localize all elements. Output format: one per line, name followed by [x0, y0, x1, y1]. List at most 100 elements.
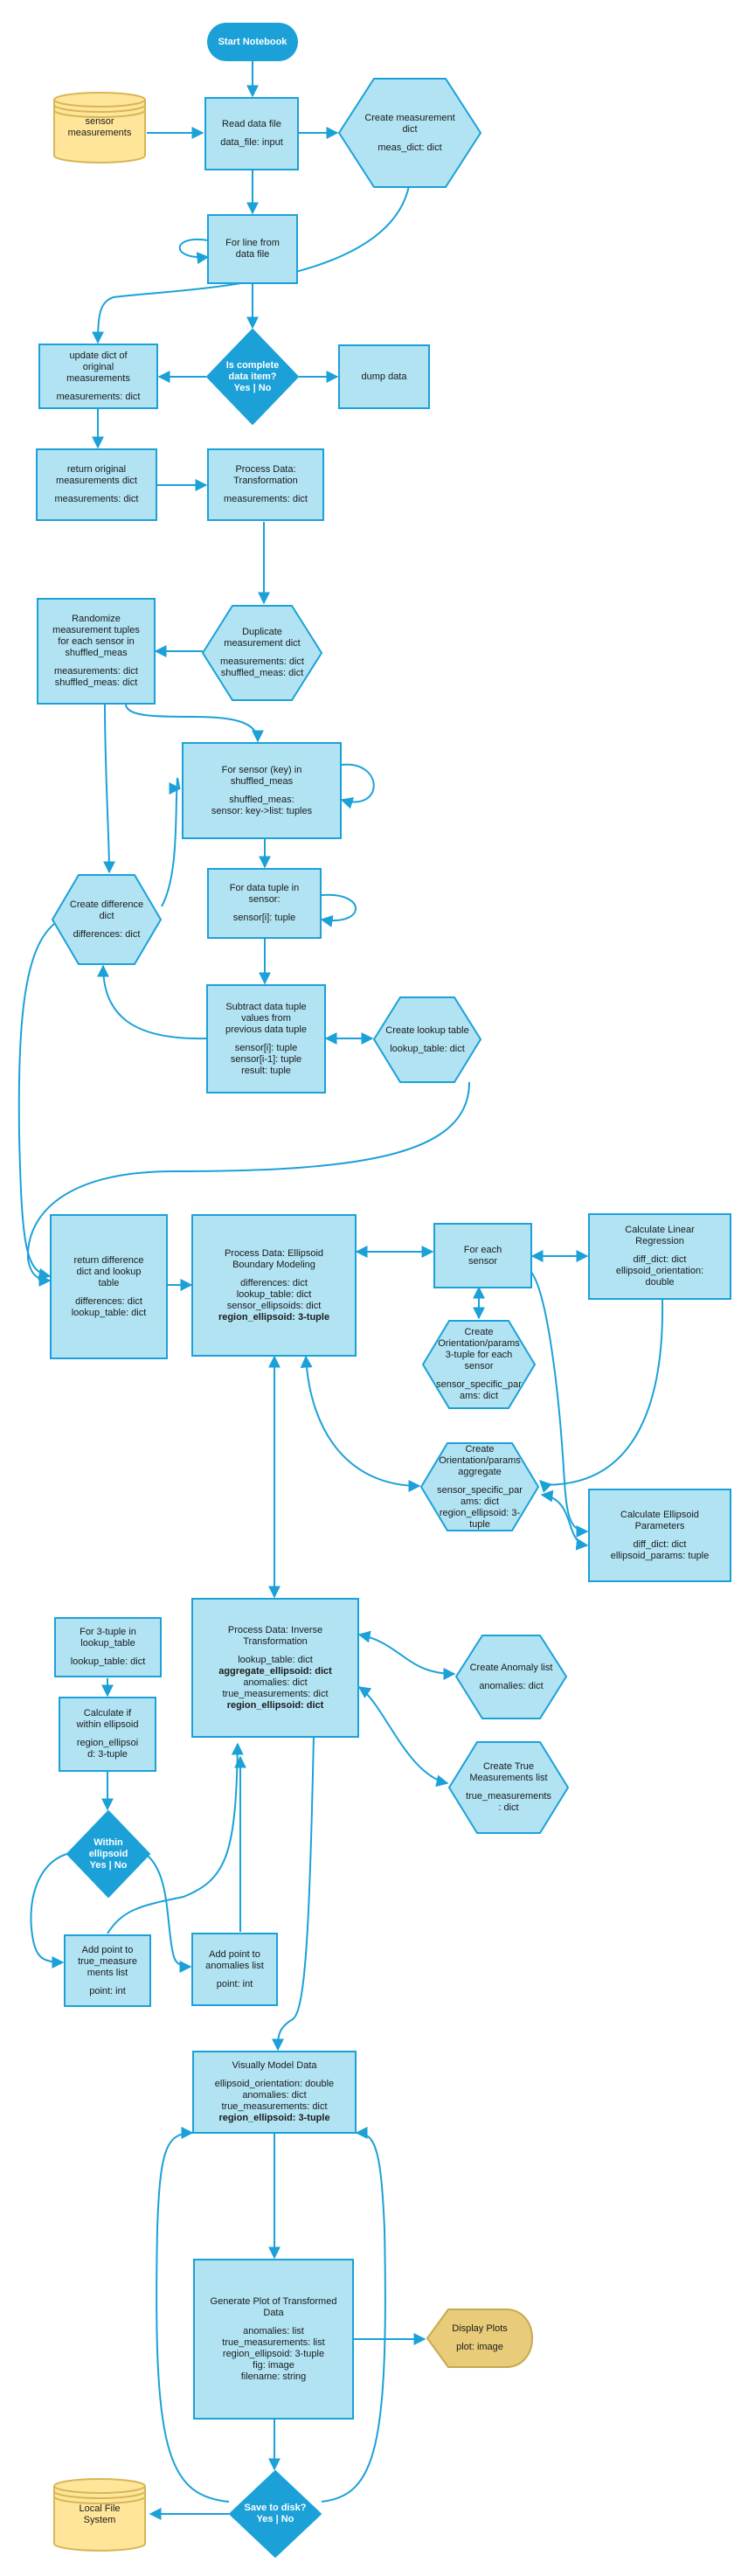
node-text: ellipsoid_orientation: double	[214, 2079, 335, 2089]
create-orientation-node[interactable]: Create Orientation/params 3-tuple for ea…	[421, 1319, 537, 1410]
node-text: meas_dict: dict	[378, 142, 442, 153]
hexagon-shape	[454, 1635, 568, 1719]
edge-addtrue-inverse	[107, 1742, 244, 1934]
node-text: Create difference	[69, 899, 144, 910]
node-text: Orientation/params	[439, 1455, 521, 1466]
node-text: point: int	[89, 1985, 126, 1996]
node-text: anomalies: dict	[479, 1680, 544, 1691]
node-text: ellipsoid_orientation:	[615, 1266, 704, 1276]
for-line-node[interactable]: For line from data file	[207, 214, 298, 284]
node-text: update dict of	[69, 350, 128, 361]
node-text: Yes | No	[89, 1859, 128, 1871]
node-text: measurements: dict	[54, 666, 138, 677]
node-text: Process Data: Ellipsoid	[224, 1247, 324, 1259]
node-text: For each	[463, 1244, 502, 1255]
generate-plot-node[interactable]: Generate Plot of Transformed Data anomal…	[193, 2259, 354, 2420]
process-transformation-node[interactable]: Process Data: Transformation measurement…	[207, 448, 324, 521]
node-text: sensor_specific_par	[436, 1379, 522, 1390]
save-to-disk-decision[interactable]: Save to disk? Yes | No	[229, 2470, 322, 2558]
node-text: shuffled_meas	[230, 775, 294, 787]
edge-lookup-returndiff	[26, 1081, 470, 1287]
node-text: For sensor (key) in	[221, 764, 302, 775]
node-text: dump data	[361, 371, 407, 382]
start-notebook-node[interactable]: Start Notebook	[207, 23, 298, 61]
linear-regression-node[interactable]: Calculate Linear Regression diff_dict: d…	[588, 1213, 731, 1300]
subtract-tuple-node[interactable]: Subtract data tuple values from previous…	[206, 984, 326, 1094]
node-text: Create lookup table	[385, 1024, 469, 1036]
visual-model-node[interactable]: Visually Model Data ellipsoid_orientatio…	[192, 2051, 357, 2134]
node-text: true_measurements: dict	[221, 2101, 328, 2112]
calculate-ellipsoid-node[interactable]: Calculate Ellipsoid Parameters diff_dict…	[588, 1489, 731, 1582]
node-text: true_measurements: dict	[222, 1688, 329, 1699]
node-text: tuple	[469, 1518, 490, 1530]
node-text: data file	[235, 249, 270, 260]
node-text: true_measurements	[466, 1791, 551, 1802]
store-label-line-2: System	[83, 2515, 116, 2525]
randomize-tuples-node[interactable]: Randomize measurement tuples for each se…	[37, 598, 156, 705]
create-difference-dict-node[interactable]: Create difference dict differences: dict	[51, 873, 163, 966]
edge-linear-orientagg	[539, 1299, 664, 1493]
update-dict-node[interactable]: update dict of original measurements mea…	[38, 344, 158, 409]
display-plots-node[interactable]: Display Plots plot: image	[426, 2308, 534, 2369]
ellipsoid-modeling-node[interactable]: Process Data: Ellipsoid Boundary Modelin…	[191, 1214, 357, 1357]
within-ellipsoid-decision[interactable]: Within ellipsoid Yes | No	[66, 1810, 150, 1898]
edge-within-addtrue	[30, 1852, 71, 1968]
node-text: lookup_table: dict	[236, 1288, 312, 1300]
create-lookup-table-node[interactable]: Create lookup table lookup_table: dict	[372, 996, 482, 1084]
node-text: plot: image	[456, 2342, 503, 2352]
inverse-transformation-node[interactable]: Process Data: Inverse Transformation loo…	[191, 1598, 359, 1738]
is-complete-decision[interactable]: Is complete data item? Yes | No	[206, 329, 299, 425]
node-text: true_measurements: list	[222, 2336, 325, 2348]
node-text: anomalies list	[205, 1960, 264, 1971]
edge-creatediff-forsensor	[161, 777, 182, 907]
diamond-shape	[229, 2470, 322, 2558]
create-true-measurements-node[interactable]: Create True Measurements list true_measu…	[447, 1740, 570, 1835]
node-text: anomalies: dict	[243, 1677, 308, 1688]
for-sensor-node[interactable]: For sensor (key) in shuffled_meas shuffl…	[182, 742, 342, 839]
edge-forline-loop	[179, 238, 210, 265]
node-text: shuffled_meas:	[229, 794, 294, 805]
node-text: Create	[465, 1443, 495, 1455]
edge-save-visual-left	[156, 2127, 230, 2503]
node-text: measurement dict	[224, 638, 301, 649]
node-text: sensor[i]: tuple	[232, 913, 296, 923]
node-text: differences: dict	[75, 1295, 142, 1307]
edge-save-visual-right	[321, 2127, 386, 2503]
node-text: ams: dict	[460, 1496, 499, 1507]
display-shape	[426, 2309, 533, 2368]
create-orientation-aggregate-node[interactable]: Create Orientation/params aggregate sens…	[419, 1441, 540, 1532]
node-text: : dict	[498, 1802, 519, 1813]
for-data-tuple-node[interactable]: For data tuple in sensor: sensor[i]: tup…	[207, 868, 322, 939]
hexagon-shape	[51, 874, 163, 965]
node-text: values from	[241, 1012, 291, 1024]
read-data-file-node[interactable]: Read data file data_file: input	[204, 97, 299, 170]
add-true-point-node[interactable]: Add point to true_measure ments list poi…	[64, 1934, 151, 2007]
create-anomaly-list-node[interactable]: Create Anomaly list anomalies: dict	[454, 1634, 568, 1720]
node-text: double	[645, 1277, 675, 1288]
duplicate-dict-node[interactable]: Duplicate measurement dict measurements:…	[201, 604, 323, 702]
return-original-node[interactable]: return original measurements dict measur…	[36, 448, 157, 521]
node-text: Save to disk?	[244, 2503, 307, 2513]
local-file-system-store[interactable]: Local File System	[52, 2477, 147, 2552]
sensor-measurements-store[interactable]: sensor measurements	[52, 91, 147, 164]
add-anomaly-point-node[interactable]: Add point to anomalies list point: int	[191, 1933, 278, 2006]
node-text: result: tuple	[241, 1065, 291, 1076]
node-text: shuffled_meas: dict	[220, 668, 304, 678]
node-text: sensor[i]: tuple	[234, 1042, 298, 1053]
for-3tuple-node[interactable]: For 3-tuple in lookup_table lookup_table…	[54, 1617, 162, 1677]
node-text: sensor	[468, 1255, 498, 1267]
create-measurement-dict-node[interactable]: Create measurement dict meas_dict: dict	[337, 77, 482, 189]
node-text: measurements: dict	[224, 494, 308, 504]
node-text: Transformation	[243, 1635, 308, 1647]
node-text: measurements: dict	[220, 656, 304, 667]
node-text: differences: dict	[240, 1277, 308, 1288]
return-difference-node[interactable]: return difference dict and lookup table …	[50, 1214, 168, 1359]
for-each-sensor-node[interactable]: For each sensor	[433, 1223, 532, 1288]
dump-data-node[interactable]: dump data	[338, 344, 430, 409]
hexagon-shape	[421, 1320, 537, 1409]
node-text: measurements: dict	[56, 391, 141, 402]
calculate-within-node[interactable]: Calculate if within ellipsoid region_ell…	[59, 1697, 156, 1772]
node-text: region_ellipsoid: 3-tuple	[218, 2113, 330, 2123]
node-text: Create measurement	[364, 112, 455, 123]
edge-inverse-visual	[272, 1691, 315, 2052]
